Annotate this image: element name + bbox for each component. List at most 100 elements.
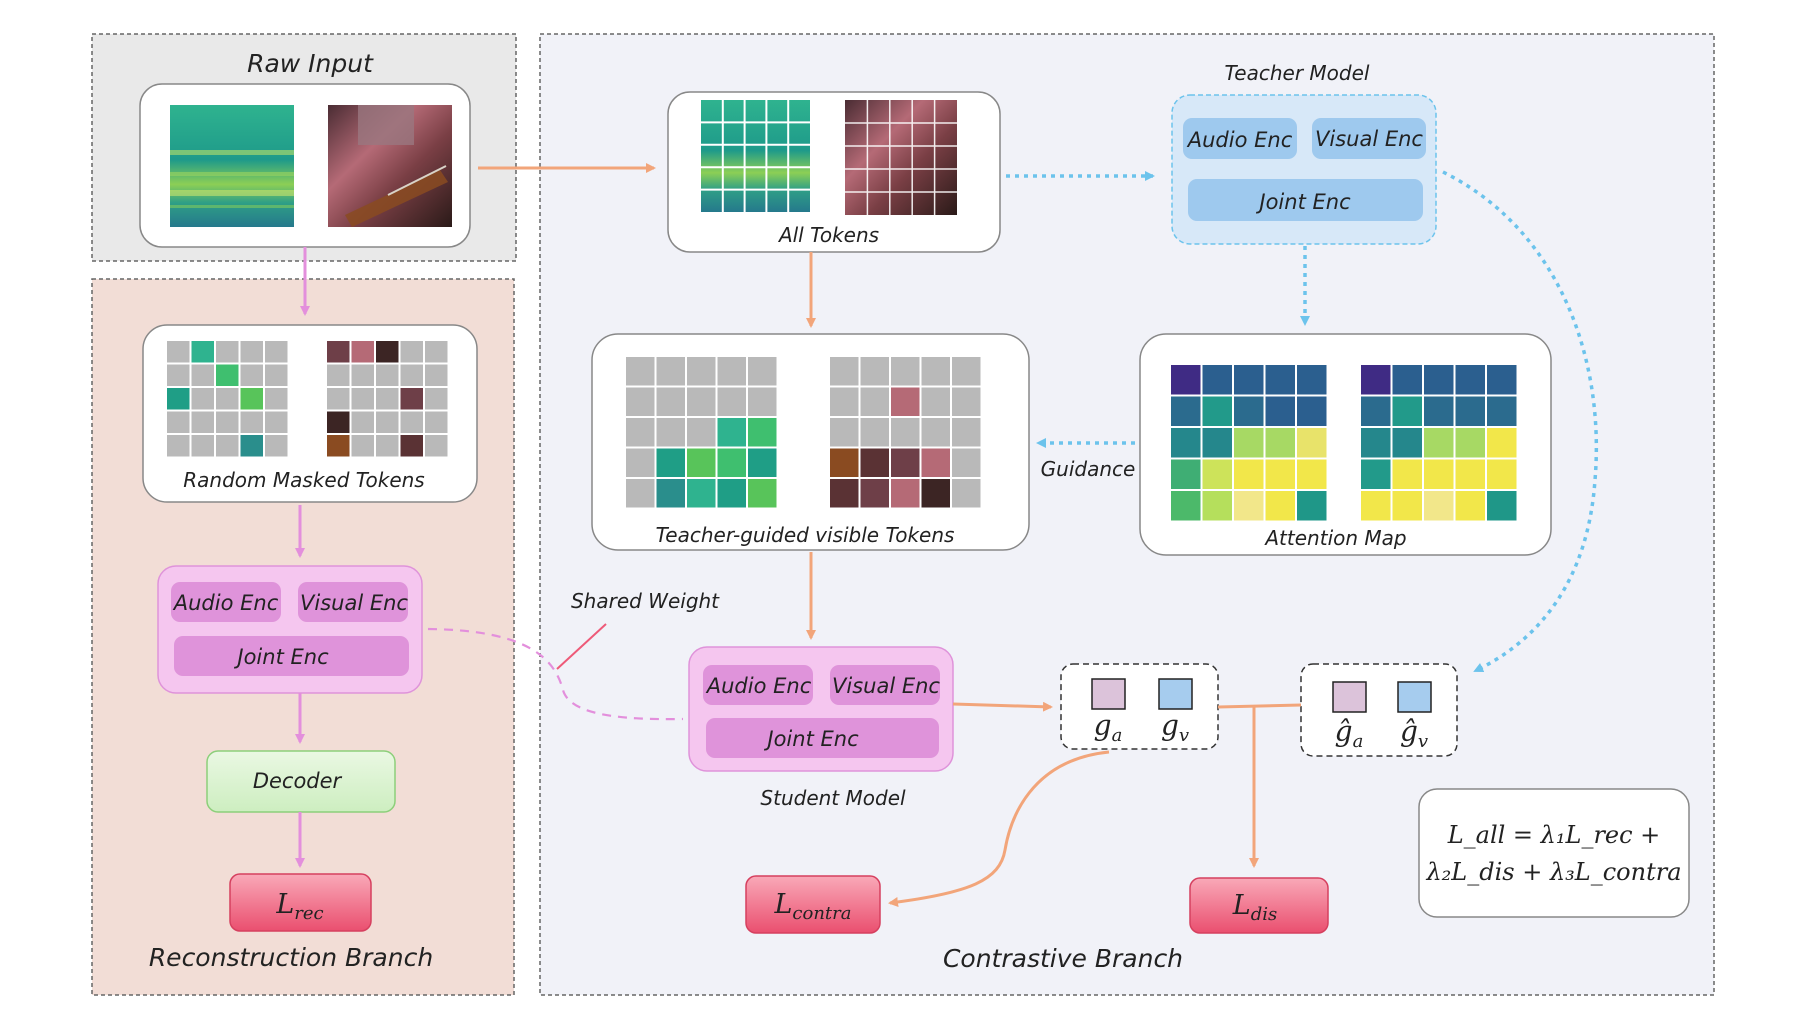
attention-cell bbox=[1359, 489, 1393, 523]
masked-audio-token bbox=[238, 386, 265, 412]
attention-cell bbox=[1485, 363, 1519, 397]
attention-cell bbox=[1453, 426, 1487, 460]
raw-spectrogram bbox=[170, 105, 294, 227]
guided-audio-token bbox=[685, 355, 718, 388]
recon-visual-enc-pill bbox=[298, 582, 408, 622]
attention-cell bbox=[1422, 394, 1456, 428]
masked-audio-token bbox=[263, 409, 290, 435]
guided-video-token bbox=[858, 446, 891, 479]
g-hat-a-label: ĝa bbox=[1335, 715, 1364, 752]
masked-video-token bbox=[374, 433, 401, 459]
guided-video-token bbox=[919, 446, 952, 479]
attention-map-label: Attention Map bbox=[1263, 526, 1406, 550]
attention-cell bbox=[1200, 426, 1234, 460]
masked-audio-token bbox=[189, 386, 216, 412]
attention-cell bbox=[1453, 394, 1487, 428]
all-tokens-spectrogram bbox=[701, 100, 810, 212]
attention-cell bbox=[1263, 394, 1297, 428]
guided-audio-token bbox=[746, 416, 779, 449]
masked-video-token bbox=[374, 339, 401, 365]
masked-video-grid bbox=[325, 339, 450, 459]
masked-audio-token bbox=[238, 339, 265, 365]
student-visual-enc-label: Visual Enc bbox=[832, 674, 940, 698]
guided-video-token bbox=[950, 477, 983, 510]
attention-cell bbox=[1169, 426, 1203, 460]
attention-cell bbox=[1232, 489, 1266, 523]
attention-cell bbox=[1422, 426, 1456, 460]
masked-audio-token bbox=[214, 362, 241, 388]
teacher-model-box bbox=[1171, 94, 1437, 245]
teacher-audio-enc-label: Audio Enc bbox=[1186, 128, 1293, 152]
attention-cell bbox=[1232, 457, 1266, 491]
guided-audio-token bbox=[715, 355, 748, 388]
attention-cell bbox=[1422, 489, 1456, 523]
guided-video-token bbox=[828, 446, 861, 479]
attention-cell bbox=[1263, 363, 1297, 397]
attention-cell bbox=[1295, 363, 1329, 397]
guided-audio-token bbox=[654, 446, 687, 479]
masked-audio-token bbox=[189, 433, 216, 459]
teacher-visual-enc-pill bbox=[1312, 118, 1426, 159]
recon-audio-enc-label: Audio Enc bbox=[172, 591, 279, 615]
attention-cell bbox=[1232, 426, 1266, 460]
attention-cell bbox=[1295, 489, 1329, 523]
masked-video-token bbox=[374, 386, 401, 412]
teacher-joint-enc-label: Joint Enc bbox=[1255, 190, 1351, 214]
guided-video-token bbox=[858, 385, 891, 418]
attention-cell bbox=[1359, 457, 1393, 491]
guided-audio-token bbox=[624, 416, 657, 449]
raw-spectrogram-bands bbox=[170, 150, 294, 208]
student-feature-box bbox=[1060, 663, 1219, 750]
guided-video-grid bbox=[828, 355, 983, 510]
teacher-feature-box bbox=[1300, 663, 1458, 757]
shared-weight-dashed-link bbox=[427, 627, 684, 721]
masked-audio-token bbox=[214, 409, 241, 435]
masked-video-token bbox=[423, 433, 450, 459]
attention-cell bbox=[1263, 426, 1297, 460]
masked-video-token bbox=[398, 386, 425, 412]
recon-visual-enc-label: Visual Enc bbox=[300, 591, 408, 615]
teacher-visual-enc-label: Visual Enc bbox=[1315, 127, 1423, 151]
all-tokens-video-grid bbox=[845, 100, 957, 215]
recon-joint-enc-label: Joint Enc bbox=[233, 645, 329, 669]
guided-video-token bbox=[889, 477, 922, 510]
attention-cell bbox=[1295, 457, 1329, 491]
formula-line-1: L_all = λ₁L_rec + bbox=[1447, 821, 1661, 849]
masked-audio-token bbox=[238, 362, 265, 388]
attention-cell bbox=[1485, 394, 1519, 428]
attention-cell bbox=[1390, 363, 1424, 397]
attention-cell bbox=[1232, 363, 1266, 397]
teacher-audio-enc-pill bbox=[1183, 118, 1297, 159]
attention-cell bbox=[1200, 394, 1234, 428]
masked-audio-token bbox=[165, 362, 192, 388]
attention-cell bbox=[1390, 457, 1424, 491]
guided-video-token bbox=[889, 385, 922, 418]
guided-audio-token bbox=[685, 385, 718, 418]
masked-audio-token bbox=[263, 339, 290, 365]
attention-cell bbox=[1390, 394, 1424, 428]
formula-line-2: λ₂L_dis + λ₃L_contra bbox=[1425, 858, 1681, 886]
masked-audio-token bbox=[263, 433, 290, 459]
loss-rec-label: Lrec bbox=[275, 889, 323, 924]
student-audio-enc-pill bbox=[703, 665, 813, 705]
pink-arrows bbox=[295, 247, 684, 868]
guided-audio-token bbox=[624, 385, 657, 418]
guided-video-token bbox=[919, 355, 952, 388]
attention-cell bbox=[1422, 457, 1456, 491]
all-tokens-spectrogram-grid bbox=[701, 100, 810, 212]
guided-video-token bbox=[828, 355, 861, 388]
g-a-square bbox=[1091, 678, 1126, 710]
teacher-guided-label: Teacher-guided visible Tokens bbox=[656, 523, 955, 547]
masked-audio-token bbox=[263, 386, 290, 412]
masked-audio-token bbox=[189, 409, 216, 435]
masked-video-token bbox=[423, 339, 450, 365]
attention-cell bbox=[1295, 394, 1329, 428]
guidance-label: Guidance bbox=[1041, 457, 1136, 481]
shared-weight-label: Shared Weight bbox=[571, 589, 720, 613]
g-hat-v-label: ĝv bbox=[1400, 715, 1428, 752]
guided-audio-token bbox=[746, 446, 779, 479]
guided-audio-token bbox=[624, 477, 657, 510]
masked-audio-token bbox=[165, 339, 192, 365]
